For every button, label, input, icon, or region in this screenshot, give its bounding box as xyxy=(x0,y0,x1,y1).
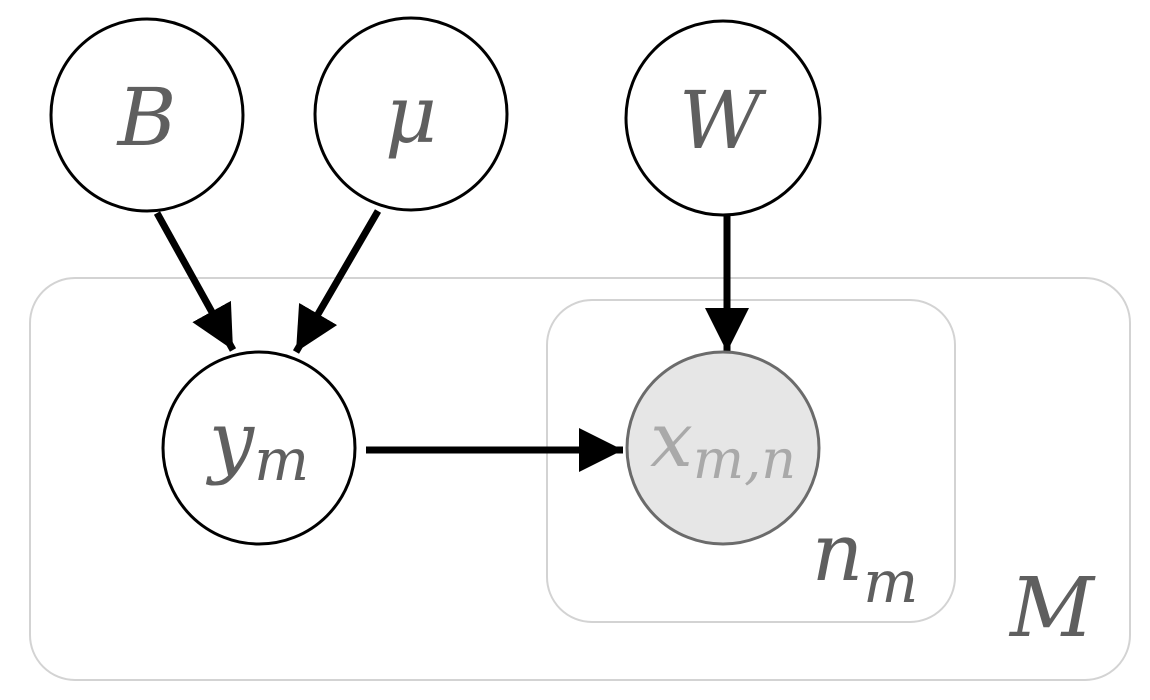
node-mu: μ xyxy=(313,16,509,212)
node-x-mn-label: xm,n xyxy=(650,395,796,491)
plate-inner-label: nm xyxy=(812,506,919,616)
node-y-m-label: ym xyxy=(206,394,309,494)
plate-outer xyxy=(29,277,1131,681)
edge-mu-to-y xyxy=(292,209,382,354)
node-b: B xyxy=(49,17,245,213)
node-mu-label: μ xyxy=(385,68,437,161)
node-y-m: ym xyxy=(161,350,357,546)
node-w-label: W xyxy=(679,74,767,167)
node-x-mn: xm,n xyxy=(625,350,821,546)
edge-b-to-y xyxy=(153,211,237,352)
node-b-label: B xyxy=(116,71,177,164)
node-w: W xyxy=(624,19,822,217)
plate-inner xyxy=(546,299,956,623)
plate-outer-label: M xyxy=(1008,561,1096,656)
